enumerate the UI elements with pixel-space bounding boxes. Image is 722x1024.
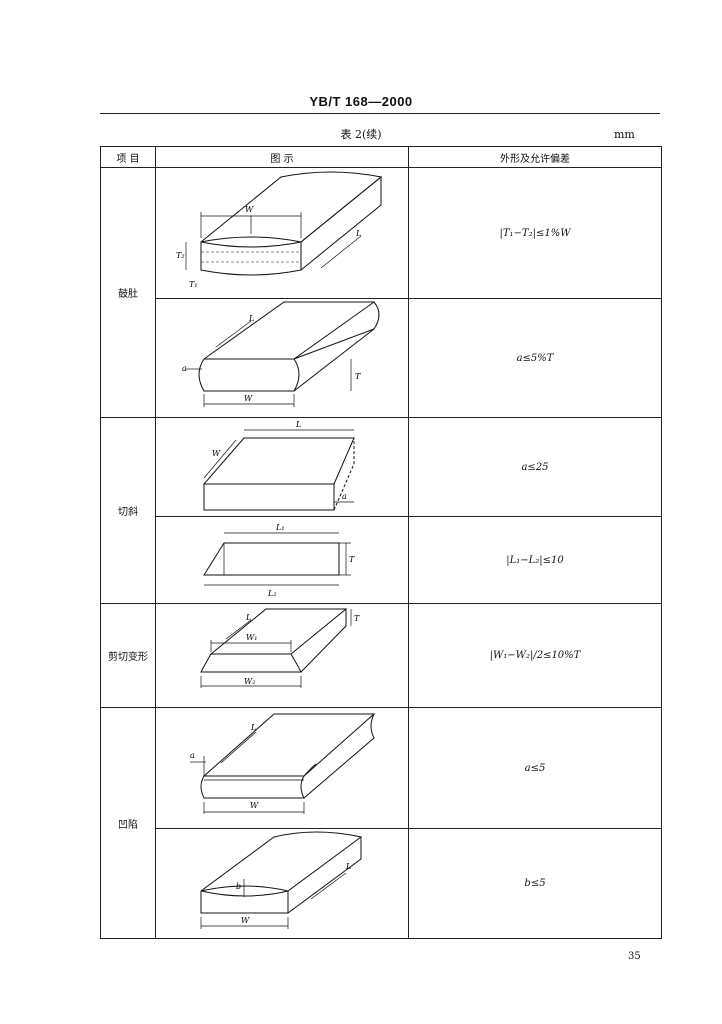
column-header-figure: 图 示 bbox=[155, 146, 409, 168]
table-row: 凹陷 L a W bbox=[100, 707, 662, 939]
label-l: L bbox=[248, 314, 254, 323]
table-row: b L W b≤5 bbox=[101, 828, 662, 939]
bulge-diagram-2: L a T W bbox=[182, 301, 380, 407]
table-caption: 表 2(续) bbox=[340, 128, 382, 141]
label-l: L bbox=[345, 862, 351, 871]
header-rule bbox=[100, 113, 660, 114]
shear-diagram: L W₁ W₂ T bbox=[200, 608, 360, 688]
table-row: L₁ L₂ T |L₁−L₂|≤10 bbox=[101, 516, 662, 604]
label-w: W bbox=[244, 394, 253, 403]
label-a: a bbox=[190, 751, 195, 760]
tolerance-table: 项 目 图 示 外形及允许偏差 鼓肚 bbox=[100, 146, 662, 939]
depression-diagram-1: L a W bbox=[190, 713, 376, 814]
tolerance-value: a≤5 bbox=[408, 707, 662, 829]
table-row: L a T W a≤5%T bbox=[101, 298, 662, 418]
tolerance-value: b≤5 bbox=[408, 828, 662, 939]
label-w: W bbox=[241, 916, 250, 925]
skew-diagram-2: L₁ L₂ T bbox=[203, 523, 355, 598]
item-bulge: 鼓肚 bbox=[100, 167, 156, 418]
label-w: W bbox=[250, 801, 259, 810]
label-l1: L₁ bbox=[275, 523, 285, 532]
bulge-diagram-1: W L T₂ T₁ bbox=[176, 171, 383, 289]
label-w2: W₂ bbox=[244, 677, 255, 686]
column-header-item: 项 目 bbox=[100, 146, 156, 168]
tolerance-value: |L₁−L₂|≤10 bbox=[408, 516, 662, 604]
label-w: W bbox=[212, 449, 221, 458]
label-l: L bbox=[355, 229, 361, 238]
figure-cell: W L T₂ T₁ bbox=[155, 167, 409, 299]
tolerance-value: a≤5%T bbox=[408, 298, 662, 418]
depression-diagram-2: b L W bbox=[200, 831, 363, 929]
tolerance-value: |T₁−T₂|≤1%W bbox=[408, 167, 662, 299]
label-t: T bbox=[354, 614, 360, 623]
unit-label: mm bbox=[614, 128, 635, 141]
label-a: a bbox=[342, 492, 347, 501]
label-l: L bbox=[245, 613, 251, 622]
table-header-row: 项 目 图 示 外形及允许偏差 bbox=[100, 146, 662, 168]
figure-cell: L a W bbox=[155, 707, 409, 829]
label-a: a bbox=[182, 364, 187, 373]
page-number: 35 bbox=[628, 951, 641, 962]
figure-cell: b L W bbox=[155, 828, 409, 939]
label-w1: W₁ bbox=[246, 633, 257, 642]
label-l: L bbox=[295, 420, 301, 429]
column-header-tolerance: 外形及允许偏差 bbox=[408, 146, 662, 168]
table-row: 剪切变形 L W₁ W₂ T bbox=[100, 603, 662, 708]
label-b: b bbox=[236, 882, 241, 891]
skew-diagram-1: L W a bbox=[202, 420, 355, 511]
item-skew: 切斜 bbox=[100, 417, 156, 604]
label-t2: T₂ bbox=[176, 251, 185, 260]
standard-header: YB/T 168—2000 bbox=[309, 94, 413, 109]
table-row: 鼓肚 W L T₂ T₁ bbox=[100, 167, 662, 418]
item-depression: 凹陷 bbox=[100, 707, 156, 939]
figure-cell: L₁ L₂ T bbox=[155, 516, 409, 604]
tolerance-value: |W₁−W₂|/2≤10%T bbox=[408, 603, 662, 708]
table-row: 切斜 L W a a≤25 bbox=[100, 417, 662, 604]
label-t1: T₁ bbox=[189, 280, 198, 289]
figure-cell: L W₁ W₂ T bbox=[155, 603, 409, 708]
figure-cell: L W a bbox=[155, 417, 409, 517]
item-shear-deformation: 剪切变形 bbox=[100, 603, 156, 708]
label-l: L bbox=[250, 723, 256, 732]
figure-cell: L a T W bbox=[155, 298, 409, 418]
label-l2: L₂ bbox=[267, 589, 277, 598]
label-t: T bbox=[355, 372, 361, 381]
tolerance-value: a≤25 bbox=[408, 417, 662, 517]
label-w: W bbox=[245, 205, 254, 214]
label-t: T bbox=[349, 555, 355, 564]
